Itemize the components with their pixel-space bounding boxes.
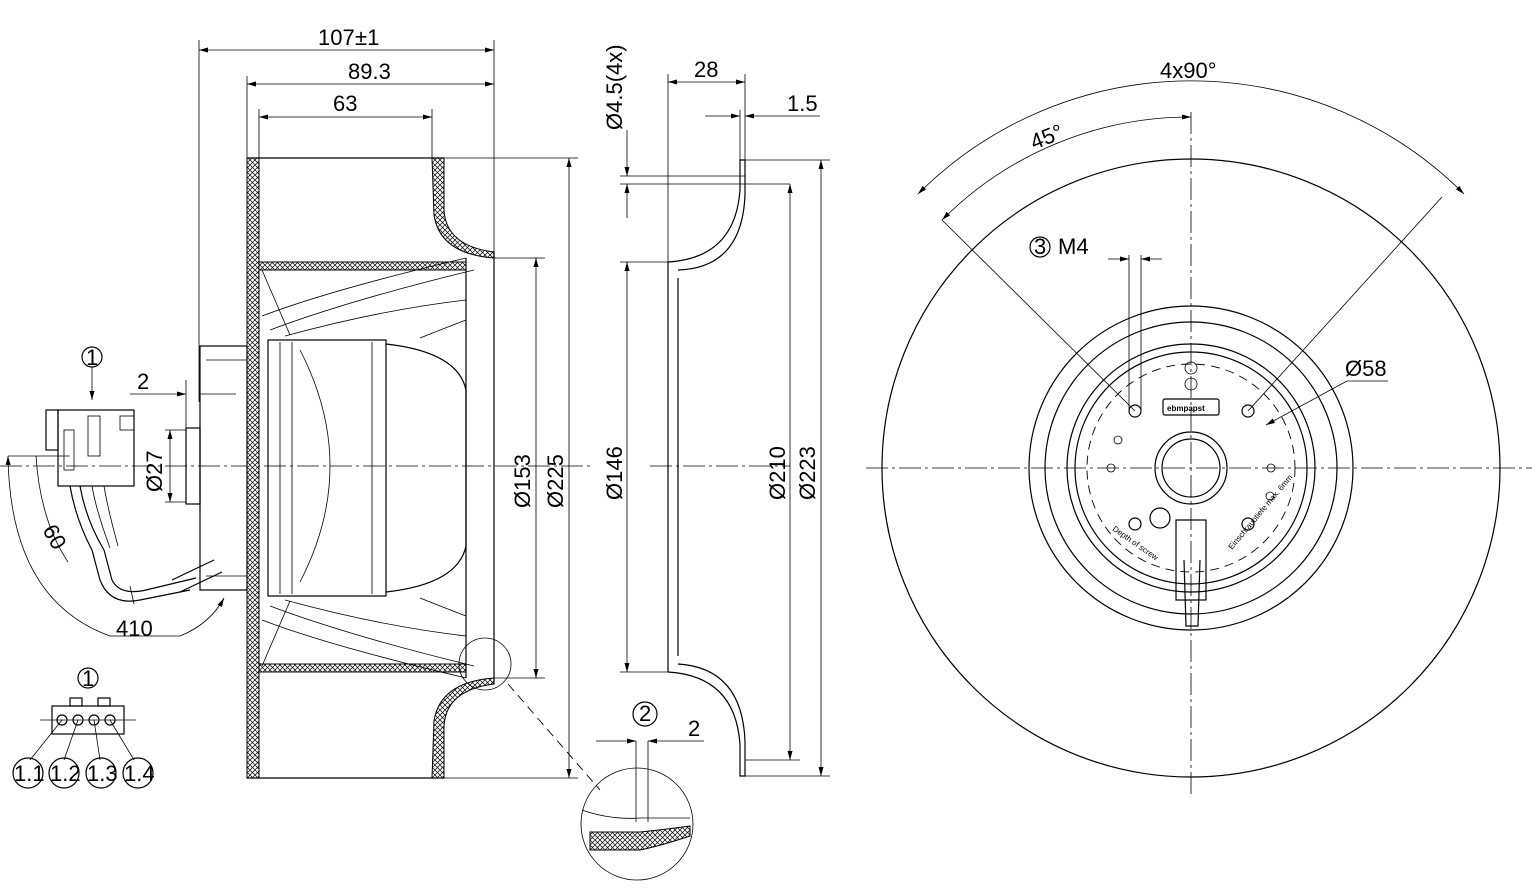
dim-d153: Ø153: [510, 454, 535, 508]
dim-410: 410: [116, 616, 153, 641]
marker-1-side: 1: [86, 345, 98, 370]
dim-2-detail: 2: [688, 716, 700, 741]
pin-1-1: 1.1: [14, 761, 45, 786]
detail-marker-2: 2: [639, 701, 651, 726]
pin-1-4: 1.4: [124, 761, 155, 786]
connector-detail: 1 1.1 1.2 1.3 1.4: [12, 666, 155, 789]
dim-1-5: 1.5: [787, 91, 818, 116]
dim-hole: Ø4.5(4x): [602, 44, 627, 130]
label-einschraub: Einschraubtiefe max. 6mm: [1227, 473, 1295, 552]
dim-d27: Ø27: [142, 450, 167, 492]
pin-1-2: 1.2: [50, 761, 81, 786]
dim-60: 60: [38, 520, 72, 554]
dim-63: 63: [333, 91, 357, 116]
dim-28: 28: [694, 57, 718, 82]
marker-1-detail: 1: [82, 666, 94, 691]
dim-d225: Ø225: [543, 454, 568, 508]
dim-107: 107: [318, 25, 355, 50]
dim-107-tol: ±1: [355, 25, 379, 50]
inlet-ring-view: 28 1.5 Ø4.5(4x) Ø146 Ø210 Ø223 2 2: [580, 44, 830, 881]
dim-d210: Ø210: [765, 446, 790, 500]
brand-label: ebmpapst: [1167, 404, 1205, 413]
dim-d223: Ø223: [795, 446, 820, 500]
dim-d146: Ø146: [602, 446, 627, 500]
side-view: 107 ±1 89.3 63: [0, 25, 601, 791]
dim-4x90: 4x90°: [1160, 58, 1217, 83]
dim-89-3: 89.3: [348, 59, 391, 84]
front-view: ebmpapst Depth of screw Einschraubtiefe …: [866, 58, 1532, 798]
thread-m4: M4: [1058, 234, 1089, 259]
dim-2-side: 2: [137, 369, 149, 394]
dim-d58: Ø58: [1345, 356, 1387, 381]
thread-marker-3: 3: [1034, 234, 1046, 259]
pin-labels: 1.1 1.2 1.3 1.4: [12, 757, 155, 789]
pin-1-3: 1.3: [87, 761, 118, 786]
dim-45: 45°: [1027, 119, 1067, 155]
